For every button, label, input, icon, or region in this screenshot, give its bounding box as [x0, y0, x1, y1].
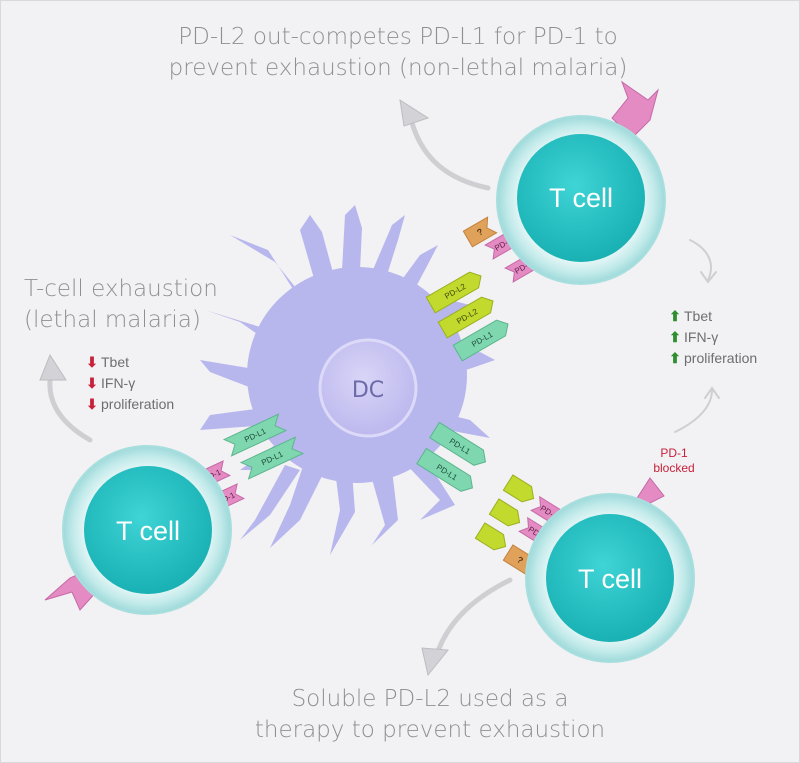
down-arrow-icon: ⬇ [86, 375, 98, 391]
pd1-blocked-note: PD-1 blocked [653, 446, 695, 475]
pdl2-top-b: PD-L2 [437, 296, 494, 339]
caption-top-line2: prevent exhaustion (non-lethal malaria) [168, 55, 628, 81]
caption-bottom-line2: therapy to prevent exhaustion [254, 717, 606, 743]
arrow-thin-top-head [700, 271, 717, 284]
caption-top: PD-L2 out-competes PD-L1 for PD-1 to pre… [163, 22, 633, 84]
dc-label: DC [352, 378, 384, 403]
caption-bottom: Soluble PD-L2 used as a therapy to preve… [230, 684, 630, 746]
effect-up-item: ⬆Tbet [669, 306, 757, 327]
svg-text:?: ? [515, 554, 525, 565]
caption-top-line1: PD-L2 out-competes PD-L1 for PD-1 to [178, 24, 618, 50]
pdl1-left-a: PD-L1 [222, 413, 288, 457]
down-arrow-icon: ⬇ [86, 354, 98, 370]
up-arrow-icon: ⬆ [669, 308, 681, 324]
soluble-pdl2-b [488, 498, 521, 527]
arrow-top-head [399, 98, 430, 127]
effect-down-item: ⬇IFN-γ [86, 373, 174, 394]
tcell-bottom-right: T cell [525, 477, 695, 663]
arrow-thin-bottom-head [704, 386, 720, 399]
pdl2-top-a: PD-L2 [425, 271, 482, 314]
arrow-top-curve [407, 112, 491, 191]
caption-left: T-cell exhaustion (lethal malaria) [24, 274, 218, 336]
arrow-heads [39, 98, 449, 677]
arrow-bottom-head [421, 647, 449, 677]
up-arrow-icon: ⬆ [669, 329, 681, 345]
tcell-top-label: T cell [549, 183, 613, 213]
effect-up-item: ⬆proliferation [669, 348, 757, 369]
tcell-bottom-label: T cell [578, 564, 642, 594]
tcell-top-right: T cell [496, 80, 666, 285]
effect-down-item: ⬇proliferation [86, 394, 174, 415]
pdl1-bottom-b: PD-L1 [416, 447, 474, 492]
dendritic-cell: DC [200, 205, 495, 555]
synapse-top-right: ? PD-1 PD-1 PD-L2 PD-L2 PD-L1 [425, 216, 542, 362]
pdl1-top: PD-L1 [452, 319, 509, 362]
svg-text:?: ? [475, 226, 485, 237]
dc-nucleus [318, 338, 418, 438]
tcell-left: T cell [44, 445, 232, 615]
arrow-left-head [39, 353, 67, 381]
arrow-bottom-curve [432, 577, 513, 663]
arrow-thin-top [689, 239, 712, 281]
effect-up-item: ⬆IFN-γ [669, 327, 757, 348]
effects-increased: ⬆Tbet ⬆IFN-γ ⬆proliferation [669, 306, 757, 369]
effects-decreased: ⬇Tbet ⬇IFN-γ ⬇proliferation [86, 352, 174, 415]
caption-bottom-line1: Soluble PD-L2 used as a [291, 686, 569, 712]
unknown-receptor-top: ? [462, 216, 498, 248]
pdl1-bottom-a: PD-L1 [429, 421, 487, 466]
soluble-pdl2-a [502, 474, 535, 503]
thin-arrows [674, 239, 720, 433]
down-arrow-icon: ⬇ [86, 396, 98, 412]
soluble-pdl2-c [474, 522, 507, 551]
pdl1-left-b: PD-L1 [239, 436, 305, 480]
caption-left-line1: T-cell exhaustion [24, 276, 218, 302]
up-arrow-icon: ⬆ [669, 350, 681, 366]
arrow-thin-bottom [674, 389, 713, 433]
tcell-left-label: T cell [116, 516, 180, 546]
caption-left-line2: (lethal malaria) [24, 307, 201, 333]
effect-down-item: ⬇Tbet [86, 352, 174, 373]
